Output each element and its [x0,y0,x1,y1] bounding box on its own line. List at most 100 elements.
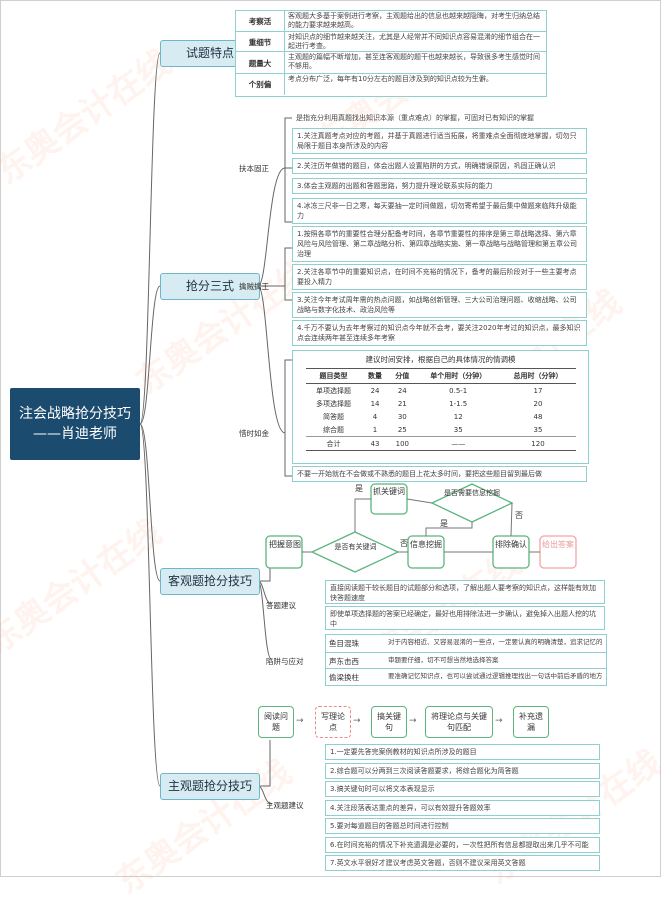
time-table-cell: 24 [370,386,380,395]
subjective-item: 2.综合题可以分两到三次阅读答题要求，将综合题化为简答题 [325,762,600,779]
time-table-caption: 建议时间安排，根据自己的具体情况的情调模 [365,355,516,364]
trap-text: 要准确记忆知识点，也可以尝试通过逻辑推理找出一句话中前后矛盾的地方 [388,672,602,680]
flow-exclude-text: 排除确认 [495,540,527,549]
flow-no-label: 否 [400,539,408,548]
time-table-header: 单个用时（分钟） [430,372,487,380]
trap-key: 偷梁换柱 [329,673,359,682]
arrow-right-icon: → [296,716,304,726]
basics-item: 1.关注真题考点对应的考题，并基于真题进行适当拓展，将重难点全面彻底地掌握，切勿… [292,128,587,154]
trap-text: 审题要仔细，切不可想当然地选择答案 [388,655,499,664]
time-table-cell: 多项选择题 [315,399,351,408]
central-subtitle: ——肖迪老师 [33,426,117,442]
flow-yes-label: 是 [355,484,363,493]
topic-subjective-skills: 主观题抢分技巧 [160,773,260,800]
priority-item: 1.按照各章节的重要性合理分配备考时间，各章节重要性的排序是第三章战略选择、第六… [292,226,587,262]
priority-item: 3.关注今年考试周年需的热点问题，如战略创新管理、三大公司治理问题、收缩战略、公… [292,292,587,318]
trap-key: 声东击西 [329,656,359,666]
objective-traps-label: 陷阱与应对 [266,657,304,666]
arrow-right-icon: → [409,716,417,726]
arrow-right-icon: → [353,716,361,726]
subjective-item: 3.搞关键句时可以将文本表现显示 [325,781,600,797]
time-table-cell: 30 [397,412,407,421]
flow-start-text: 把握意图 [269,540,301,549]
branch-label-basics: 扶本固正 [239,164,269,173]
time-table-cell: 48 [533,412,543,421]
time-table-cell: 0.5-1 [449,386,468,395]
subjective-item: 7.英文水平很好才建议考虑英文答题，否则不建议采用英文答题 [325,855,600,871]
time-table-cell: 4 [372,412,378,421]
feature-text: 考点分布广泛，每年有10分左右的题目涉及到的知识点较为生僻。 [288,75,493,83]
objective-traps-table: 鱼目混珠 对于内容相近、又容易混淆的一些点，一定要认真的明确清楚，追求记忆的精准声… [325,634,607,686]
subjective-item: 5.要对每道题目的答题总时间进行控制 [325,818,600,834]
objective-flowchart: 是 否 是 否 [265,483,577,573]
time-table-cell: 综合题 [322,425,344,434]
basics-item: 3.体会主观题的出题和答题思路，努力提升理论联系实际的能力 [292,178,587,194]
topic-objective-skills: 客观题抢分技巧 [160,568,260,595]
feature-text: 对知识点的细节越来越关注，尤其是人经常并不同知识点容易混淆的细节组合在一起进行考… [288,33,540,50]
trap-text: 对于内容相近、又容易混淆的一些点，一定要认真的明确清楚，追求记忆的精准 [388,638,602,646]
subjective-step: 搞关键句 [371,706,407,738]
time-table-row: 简答题 4 30 12 48 [306,410,576,423]
priority-item: 2.关注各章节中的重要知识点，在时间不充裕的情况下，备考的最后阶段对于一些主要考… [292,264,587,290]
time-table-cell: —— [451,439,466,448]
feature-row: 个别偏考点分布广泛，每年有10分左右的题目涉及到的知识点较为生僻。 [236,73,546,95]
priority-item: 4.千万不要认为去年考察过的知识点今年就不会考，要关注2020年考过的知识点，最… [292,320,587,346]
time-table-cell: 25 [397,425,407,434]
trap-row: 声东击西 审题要仔细，切不可想当然地选择答案 [326,651,606,669]
time-table-cell: 100 [395,439,409,448]
flow-yes-label: 是 [440,519,448,528]
feature-key: 重细节 [236,32,285,52]
basics-item: 4.冰冻三尺非一日之寒，每天要抽一定时间做题，切勿寄希望于最后集中做题来临阵升级… [292,198,587,224]
subjective-step: 写理论点 [315,706,351,738]
trap-row: 偷梁换柱 要准确记忆知识点，也可以尝试通过逻辑推理找出一句话中前后矛盾的地方 [326,668,606,685]
feature-key: 个别偏 [236,74,285,95]
feature-row: 重细节对知识点的细节越来越关注，尤其是人经常并不同知识点容易混淆的细节组合在一起… [236,31,546,52]
central-title: 注会战略抢分技巧 [19,406,131,422]
time-table-header: 总用时（分钟） [513,372,563,380]
trap-row: 鱼目混珠 对于内容相近、又容易混淆的一些点，一定要认真的明确清楚，追求记忆的精准 [326,635,606,651]
flow-no-label: 否 [515,511,523,520]
time-table-cell: 合计 [326,439,341,448]
time-table-cell: 12 [453,412,463,421]
time-table-header: 数量 [368,372,383,380]
flow-decision-keyword [310,531,400,573]
feature-row: 题量大主观题的篇幅不断增加，甚至连客观题的题干也越来越长，导致很多考生感觉时间不… [236,51,546,74]
trap-key: 鱼目混珠 [329,639,359,648]
time-table-cell: 21 [397,399,407,408]
time-table-cell: 43 [370,439,380,448]
time-table-cell: 35 [533,425,543,434]
topic-three-methods: 抢分三式 [160,273,260,300]
flow-answer-text: 给出答案 [542,540,574,549]
time-table-box: 建议时间安排，根据自己的具体情况的情调模 题目类型数量分值单个用时（分钟）总用时… [292,350,589,464]
subjective-item: 1.一定要先答完案例教材的知识点所涉及的题目 [325,744,600,760]
time-table-cell: 120 [531,439,545,448]
central-topic: 注会战略抢分技巧 ——肖迪老师 [10,388,140,460]
time-table-cell: 20 [533,399,543,408]
flow-decision-keyword-text: 是否有关键词 [334,543,377,551]
subjective-step: 补充遗漏 [513,706,549,738]
time-table-cell: 17 [533,386,543,395]
time-table-header: 分值 [395,372,410,380]
time-table-cell: 35 [453,425,463,434]
time-table-row: 合计 43 100 —— 120 [305,436,576,451]
branch-label-priorities: 擒贼擒王 [239,282,269,291]
objective-advice-label: 答题建议 [266,601,296,610]
feature-key: 考察活 [236,11,285,31]
subjective-step: 将理论点与关键句匹配 [425,706,493,738]
subjective-steps: 阅读问题→写理论点→搞关键句→将理论点与关键句匹配→补充遗漏 [258,704,568,744]
subjective-item: 6.在时间充裕的情况下补充遗漏是必要的，一次性把所有信息都提取出来几乎不可能 [325,836,600,853]
basics-intro: 是指充分利用真题找出知识本源（重点难点）的掌握，可固对已有知识的掌握 [296,114,534,122]
objective-advice-item: 即使单项选择题的答案已经确定，最好也用排除法进一步确认，避免掉入出题人挖的坑中 [325,606,605,630]
time-table-cell: 单项选择题 [315,386,351,395]
features-table: 考察活客观题大多基于案例进行考察，主观题给出的信息也越来越隐晦，对考生归纳总结的… [235,10,547,97]
flow-capture-text: 抓关键词 [373,487,405,496]
subjective-item: 4.关注段落表达重点的差异，可以有效提升答题效率 [325,799,600,816]
time-note: 不要一开始就在不会做或不熟悉的题目上花太多时间，要把这些题目留到最后做 [292,466,587,482]
time-table-cell: 简答题 [322,412,344,421]
subjective-advice-label: 主观题建议 [266,801,304,810]
arrow-right-icon: → [495,716,503,726]
